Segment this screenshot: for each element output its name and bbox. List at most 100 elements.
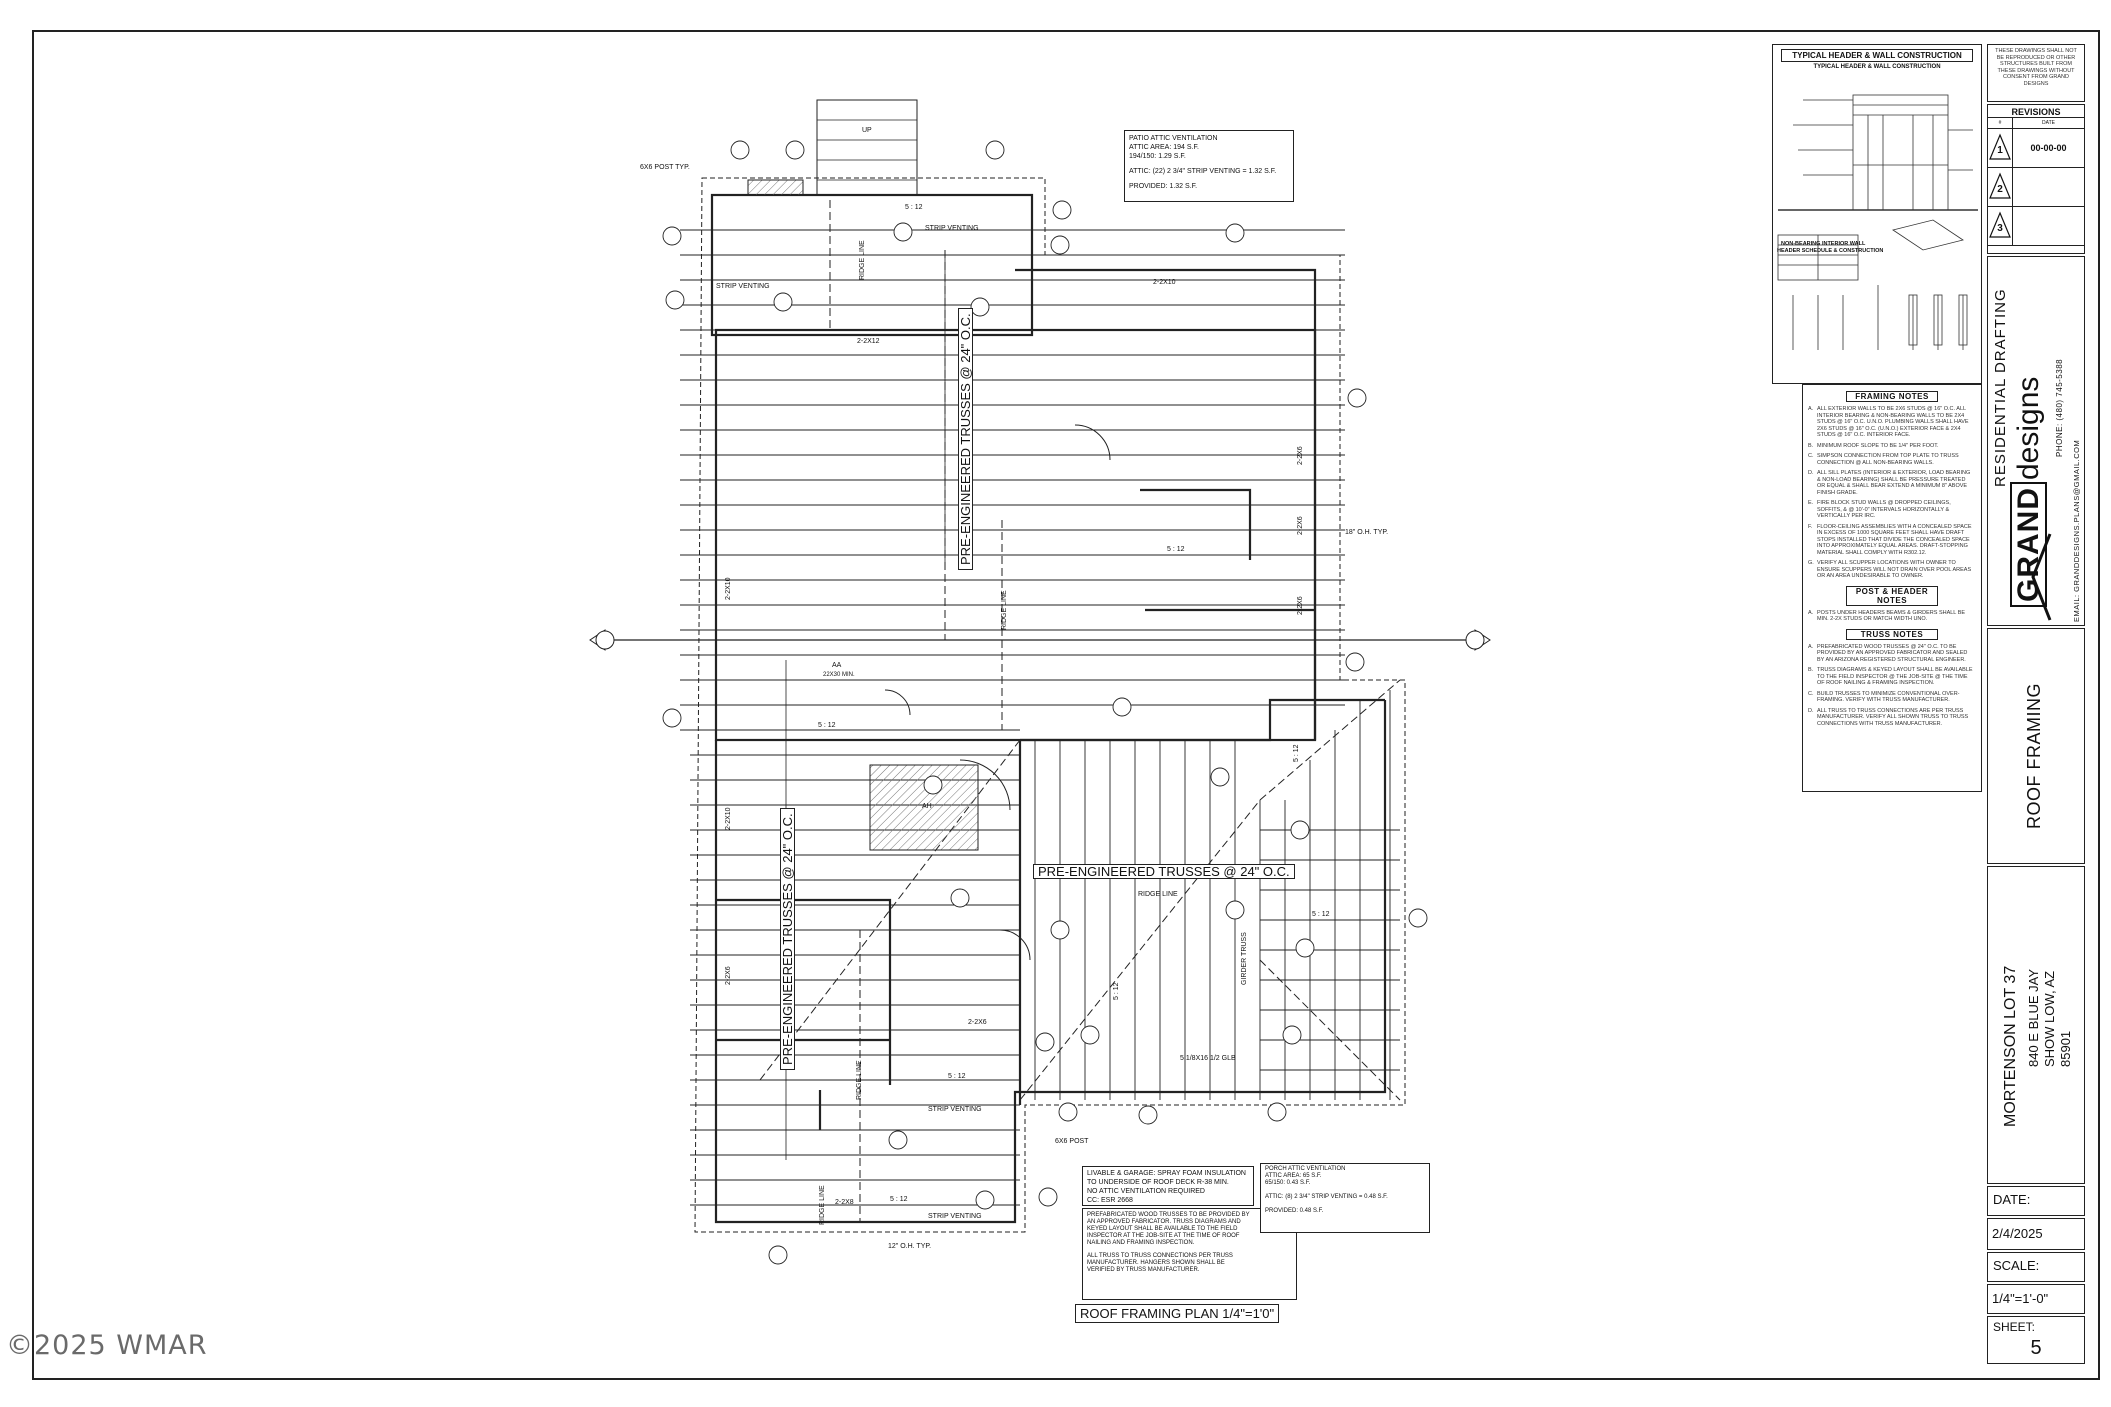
note-text: BUILD TRUSSES TO MINIMIZE CONVENTIONAL O… xyxy=(1817,690,1960,704)
label-pitch-v: 5 : 12 xyxy=(1113,982,1120,1000)
note-key: G. xyxy=(1808,560,1814,566)
overhang-outline xyxy=(694,177,1406,1233)
label-overhang-12: 12" O.H. TYP. xyxy=(888,1243,932,1250)
note-key: F. xyxy=(1808,523,1813,530)
note-key: E. xyxy=(1808,500,1814,506)
company-designs: designs xyxy=(2012,376,2045,480)
label-pitch: 5 : 12 xyxy=(890,1196,908,1203)
revision-triangle-icon: 2 xyxy=(1988,168,2013,206)
watermark: ©2025 WMAR xyxy=(6,1330,208,1361)
livable-l4: CC: ESR 2668 xyxy=(1087,1197,1133,1204)
truss-note-l6: ALL TRUSS TO TRUSS CONNECTIONS PER TRUSS xyxy=(1087,1253,1233,1259)
note-item: D.ALL TRUSS TO TRUSS CONNECTIONS ARE PER… xyxy=(1808,708,1975,728)
label-aa-min: 22X30 MIN. xyxy=(823,672,855,678)
rev-col-date: DATE xyxy=(2042,120,2055,126)
note-text: VERIFY ALL SCUPPER LOCATIONS WITH OWNER … xyxy=(1817,560,1972,579)
detail-bubbles xyxy=(662,140,1428,1265)
revision-number: 3 xyxy=(1997,223,2003,234)
framing-notes-list: A.ALL EXTERIOR WALLS TO BE 2X6 STUDS @ 1… xyxy=(1803,406,1981,580)
date-label-box: DATE: xyxy=(1987,1186,2085,1216)
house-logo-icon xyxy=(2031,533,2052,621)
rev-col-num: # xyxy=(1988,118,2013,128)
truss-note-l3: KEYED LAYOUT SHALL BE AVAILABLE TO THE F… xyxy=(1087,1226,1238,1232)
stair xyxy=(816,99,918,196)
plan-title: ROOF FRAMING PLAN 1/4"=1'0" xyxy=(1075,1304,1280,1323)
patio-attic-provided: PROVIDED: 1.32 S.F. xyxy=(1129,183,1198,190)
label-header-2x12: 2-2X12 xyxy=(857,338,880,345)
truss-note-l2: AN APPROVED FABRICATOR. TRUSS DIAGRAMS A… xyxy=(1087,1219,1241,1225)
title-block: THESE DRAWINGS SHALL NOT BE REPRODUCED O… xyxy=(1987,44,2085,1364)
note-text: SIMPSON CONNECTION FROM TOP PLATE TO TRU… xyxy=(1817,453,1959,466)
project-name: MORTENSON LOT 37 xyxy=(2002,965,2019,1127)
label-ridge-line-v: RIDGE LINE xyxy=(859,240,866,280)
company-box: RESIDENTIAL DRAFTING GRANDdesigns PHONE:… xyxy=(1987,256,2085,626)
label-aa: AA xyxy=(832,662,842,669)
note-text: POSTS UNDER HEADERS BEAMS & GIRDERS SHAL… xyxy=(1817,609,1966,623)
scale-value-box: 1/4"=1'-0" xyxy=(1987,1284,2085,1314)
livable-l3: NO ATTIC VENTILATION REQUIRED xyxy=(1087,1188,1205,1195)
label-girder: GIRDER TRUSS xyxy=(1241,932,1248,985)
note-item: B.MINIMUM ROOF SLOPE TO BE 1/4" PER FOOT… xyxy=(1808,442,1975,450)
patio-attic-title: PATIO ATTIC VENTILATION xyxy=(1129,135,1218,142)
note-item: C.SIMPSON CONNECTION FROM TOP PLATE TO T… xyxy=(1808,453,1975,466)
label-header-2x10-v: 2-2X10 xyxy=(725,577,732,600)
copyright-box: THESE DRAWINGS SHALL NOT BE REPRODUCED O… xyxy=(1987,44,2085,102)
patio-attic-attic: ATTIC: (22) 2 3/4" STRIP VENTING = 1.32 … xyxy=(1129,168,1277,175)
label-pitch: 5 : 12 xyxy=(905,204,923,211)
label-ridge-line-v: RIDGE LINE xyxy=(819,1185,826,1225)
note-key: C. xyxy=(1808,453,1814,459)
note-key: D. xyxy=(1808,470,1814,476)
label-ridge-line-v: RIDGE LINE xyxy=(856,1060,863,1100)
note-key: C. xyxy=(1808,690,1814,697)
sheet-box: SHEET: 5 xyxy=(1987,1316,2085,1364)
scale-label-box: SCALE: xyxy=(1987,1252,2085,1282)
project-address-1: 840 E BLUE JAY xyxy=(2026,968,2041,1067)
label-header-2x6-v: 2-2X6 xyxy=(1297,446,1304,465)
livable-l2: TO UNDERSIDE OF ROOF DECK R-38 MIN. xyxy=(1087,1179,1229,1186)
note-key: B. xyxy=(1808,442,1814,449)
label-pitch-v: 5 : 12 xyxy=(1293,744,1300,762)
scale-value: 1/4"=1'-0" xyxy=(1992,1291,2049,1306)
note-item: G.VERIFY ALL SCUPPER LOCATIONS WITH OWNE… xyxy=(1808,560,1975,580)
note-text: MINIMUM ROOF SLOPE TO BE 1/4" PER FOOT. xyxy=(1817,442,1939,449)
project-box: MORTENSON LOT 37 840 E BLUE JAY SHOW LOW… xyxy=(1987,866,2085,1184)
sheet-title: ROOF FRAMING xyxy=(2024,683,2044,829)
porch-attic-attic: ATTIC: (8) 2 3/4" STRIP VENTING = 0.48 S… xyxy=(1265,1194,1388,1200)
note-item: A.POSTS UNDER HEADERS BEAMS & GIRDERS SH… xyxy=(1808,609,1975,623)
company-email: EMAIL: GRANDDESIGNS.PLANS@GMAIL.COM xyxy=(2072,439,2081,622)
livable-l1: LIVABLE & GARAGE: SPRAY FOAM INSULATION xyxy=(1087,1170,1246,1177)
framing-notes-title: FRAMING NOTES xyxy=(1846,391,1938,402)
header-wall-detail: TYPICAL HEADER & WALL CONSTRUCTION TYPIC… xyxy=(1772,44,1982,384)
truss-plan-note: PREFABRICATED WOOD TRUSSES TO BE PROVIDE… xyxy=(1082,1208,1297,1300)
label-header-2x8: 2-2X8 xyxy=(835,1199,854,1206)
porch-attic-area: ATTIC AREA: 65 S.F. xyxy=(1265,1173,1322,1179)
patio-attic-area: ATTIC AREA: 194 S.F. xyxy=(1129,144,1199,151)
livable-note: LIVABLE & GARAGE: SPRAY FOAM INSULATION … xyxy=(1082,1166,1254,1206)
label-strip-venting: STRIP VENTING xyxy=(716,283,770,290)
truss-lines-lower-right xyxy=(1034,690,1400,1100)
post-header-notes-title: POST & HEADER NOTES xyxy=(1846,585,1938,606)
note-item: C.BUILD TRUSSES TO MINIMIZE CONVENTIONAL… xyxy=(1808,690,1975,704)
revision-row: 2 xyxy=(1988,168,2084,207)
note-item: D.ALL SILL PLATES (INTERIOR & EXTERIOR, … xyxy=(1808,470,1975,496)
porch-attic-note: PORCH ATTIC VENTILATION ATTIC AREA: 65 S… xyxy=(1260,1163,1430,1233)
note-key: D. xyxy=(1808,707,1814,714)
hatched-area xyxy=(869,764,979,851)
truss-note-l8: VERIFIED BY TRUSS MANUFACTURER. xyxy=(1087,1267,1200,1273)
label-header-2x6-v: 2-2X6 xyxy=(1297,596,1304,615)
label-header-2x6-v: 2-2X6 xyxy=(1297,516,1304,535)
note-text: TRUSS DIAGRAMS & KEYED LAYOUT SHALL BE A… xyxy=(1817,667,1973,686)
header-detail-title: TYPICAL HEADER & WALL CONSTRUCTION xyxy=(1781,49,1973,62)
note-item: A.ALL EXTERIOR WALLS TO BE 2X6 STUDS @ 1… xyxy=(1808,406,1975,439)
label-up: UP xyxy=(862,127,872,134)
label-trusses-upper: PRE-ENGINEERED TRUSSES @ 24" O.C. xyxy=(958,308,973,570)
header-wall-drawing xyxy=(1777,94,1978,350)
truss-note-l4: INSPECTOR AT THE JOB-SITE AT THE TIME OF… xyxy=(1087,1233,1240,1239)
header-detail-subtitle: TYPICAL HEADER & WALL CONSTRUCTION xyxy=(1813,64,1941,70)
label-header-2x10-v: 2-2X10 xyxy=(725,807,732,830)
porch-attic-ratio: 65/150: 0.43 S.F. xyxy=(1265,1180,1311,1186)
